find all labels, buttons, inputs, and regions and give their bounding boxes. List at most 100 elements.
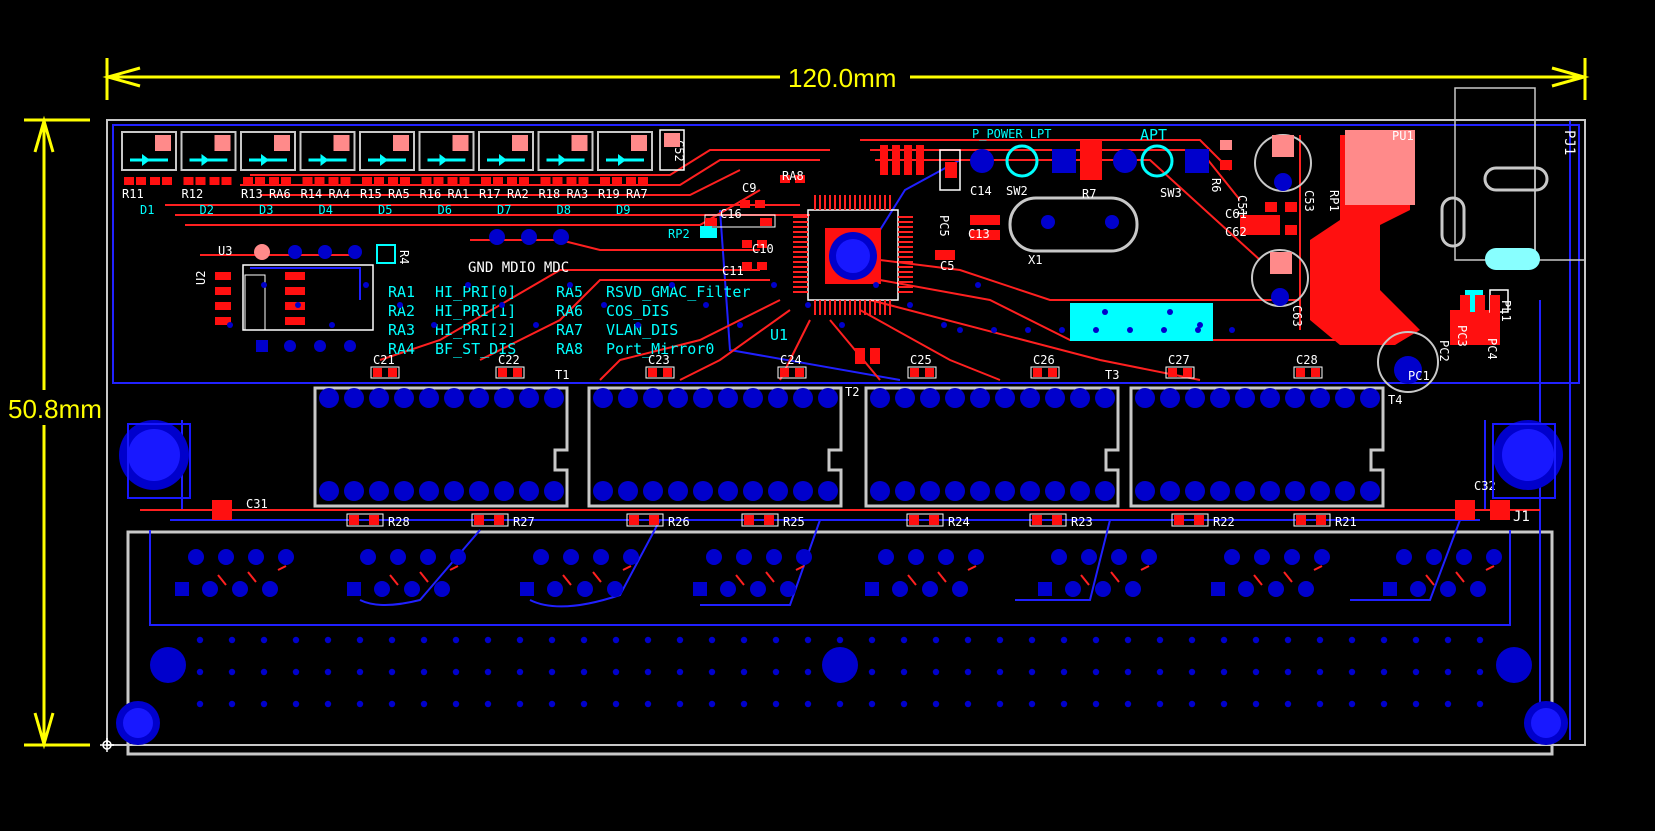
rj45-housing-outline xyxy=(126,530,1554,756)
led-label: D8 xyxy=(557,203,571,217)
svg-text:HI_PRI[0]: HI_PRI[0] xyxy=(435,283,516,301)
led-label: D5 xyxy=(378,203,392,217)
sw2-label: SW2 xyxy=(1006,184,1028,198)
switch-ic-u1 xyxy=(793,195,913,315)
resistor-label: R19 xyxy=(598,187,620,201)
c53-label: C53 xyxy=(1302,190,1316,212)
transformer-label: T1 xyxy=(555,368,569,382)
svg-text:RA6: RA6 xyxy=(556,302,583,320)
pc2-label: PC2 xyxy=(1437,340,1451,362)
mdio-header-label: GND MDIO MDC xyxy=(468,260,569,276)
crystal-x1 xyxy=(1008,196,1139,253)
pc3-label: PC3 xyxy=(1455,325,1469,347)
width-dimension-label: 120.0mm xyxy=(788,63,896,93)
led-label: D1 xyxy=(140,203,154,217)
c25-label: C25 xyxy=(910,353,932,367)
rj45-port-2 xyxy=(347,549,466,597)
r4-label: R4 xyxy=(397,250,411,264)
c26-label: C26 xyxy=(1033,353,1055,367)
switch-sw2 xyxy=(970,144,1076,178)
transformer-label: T2 xyxy=(845,385,859,399)
resistor-label: R15 xyxy=(360,187,382,201)
svg-text:RA2: RA2 xyxy=(388,302,415,320)
resistor-label: R13 xyxy=(241,187,263,201)
rj45-port-6 xyxy=(1038,549,1157,597)
resistor-label: R18 xyxy=(539,187,561,201)
c32-label: C32 xyxy=(1474,479,1496,493)
resistor-array-label: RA5 xyxy=(388,187,410,201)
led-label: D6 xyxy=(438,203,452,217)
rj45-port-8 xyxy=(1383,549,1502,597)
led-label: D9 xyxy=(616,203,630,217)
x1-label: X1 xyxy=(1028,253,1042,267)
resistor-array-label: RA7 xyxy=(626,187,648,201)
ra8-label: RA8 xyxy=(782,169,804,183)
rj45-port-4 xyxy=(693,549,812,597)
rp2-pad xyxy=(700,226,712,238)
mdio-header xyxy=(489,229,569,245)
via-grid xyxy=(196,282,1484,708)
transformer-label: T3 xyxy=(1105,368,1119,382)
led-label: D7 xyxy=(497,203,511,217)
pl1-label: PL1 xyxy=(1499,300,1513,322)
rp2-label: RP2 xyxy=(668,227,690,241)
led-label: D3 xyxy=(259,203,273,217)
apt-label: APT xyxy=(1140,126,1167,144)
c23-label: C23 xyxy=(648,353,670,367)
height-dimension-label: 50.8mm xyxy=(8,394,102,424)
rp1-label: RP1 xyxy=(1327,190,1341,212)
resistor-label: R16 xyxy=(420,187,442,201)
svg-text:HI_PRI[1]: HI_PRI[1] xyxy=(435,302,516,320)
pc1-label: PC1 xyxy=(1408,369,1430,383)
u3-label: U3 xyxy=(218,244,232,258)
power-capacitors xyxy=(1220,134,1509,393)
r23-label: R23 xyxy=(1071,515,1093,529)
svg-text:COS_DIS: COS_DIS xyxy=(606,302,669,320)
resistor-label: R14 xyxy=(301,187,323,201)
origin-marker xyxy=(100,738,114,752)
c5-label: C5 xyxy=(940,259,954,273)
c13-label: C13 xyxy=(968,227,990,241)
rj45-port-7 xyxy=(1211,549,1330,597)
svg-text:RA3: RA3 xyxy=(388,321,415,339)
board-outline xyxy=(106,119,1586,746)
svg-text:BF_ST_DIS: BF_ST_DIS xyxy=(435,340,516,358)
pu1-pad xyxy=(1345,130,1415,205)
silk-fill-area xyxy=(1070,303,1213,341)
resistor-array-label: RA3 xyxy=(567,187,589,201)
pc4-label: PC4 xyxy=(1485,338,1499,360)
transformer-t3: T3 xyxy=(864,368,1120,508)
transformer-label: T4 xyxy=(1388,393,1402,407)
svg-text:RA7: RA7 xyxy=(556,321,583,339)
pc5-label: PC5 xyxy=(937,215,951,237)
c27-label: C27 xyxy=(1168,353,1190,367)
c16-label: C16 xyxy=(720,207,742,221)
sw3-label: SW3 xyxy=(1160,186,1182,200)
resistor-label: R17 xyxy=(479,187,501,201)
pu1-label: PU1 xyxy=(1392,129,1414,143)
r21-label: R21 xyxy=(1335,515,1357,529)
c61-label: C61 xyxy=(1225,207,1247,221)
c52-outline xyxy=(659,129,685,171)
svg-text:RSVD_GMAC_Filter: RSVD_GMAC_Filter xyxy=(606,283,751,301)
rj45-port-1 xyxy=(175,549,294,597)
resistor-array-label: RA2 xyxy=(507,187,529,201)
switch-sw3 xyxy=(1080,140,1209,180)
svg-text:VLAN_DIS: VLAN_DIS xyxy=(606,321,678,339)
r26-label: R26 xyxy=(668,515,690,529)
u1-label: U1 xyxy=(770,326,788,344)
ic-u2 xyxy=(215,244,396,352)
c14-label: C14 xyxy=(970,184,992,198)
switch-header-label: P_POWER LPT xyxy=(972,127,1051,141)
c11-label: C11 xyxy=(722,264,744,278)
